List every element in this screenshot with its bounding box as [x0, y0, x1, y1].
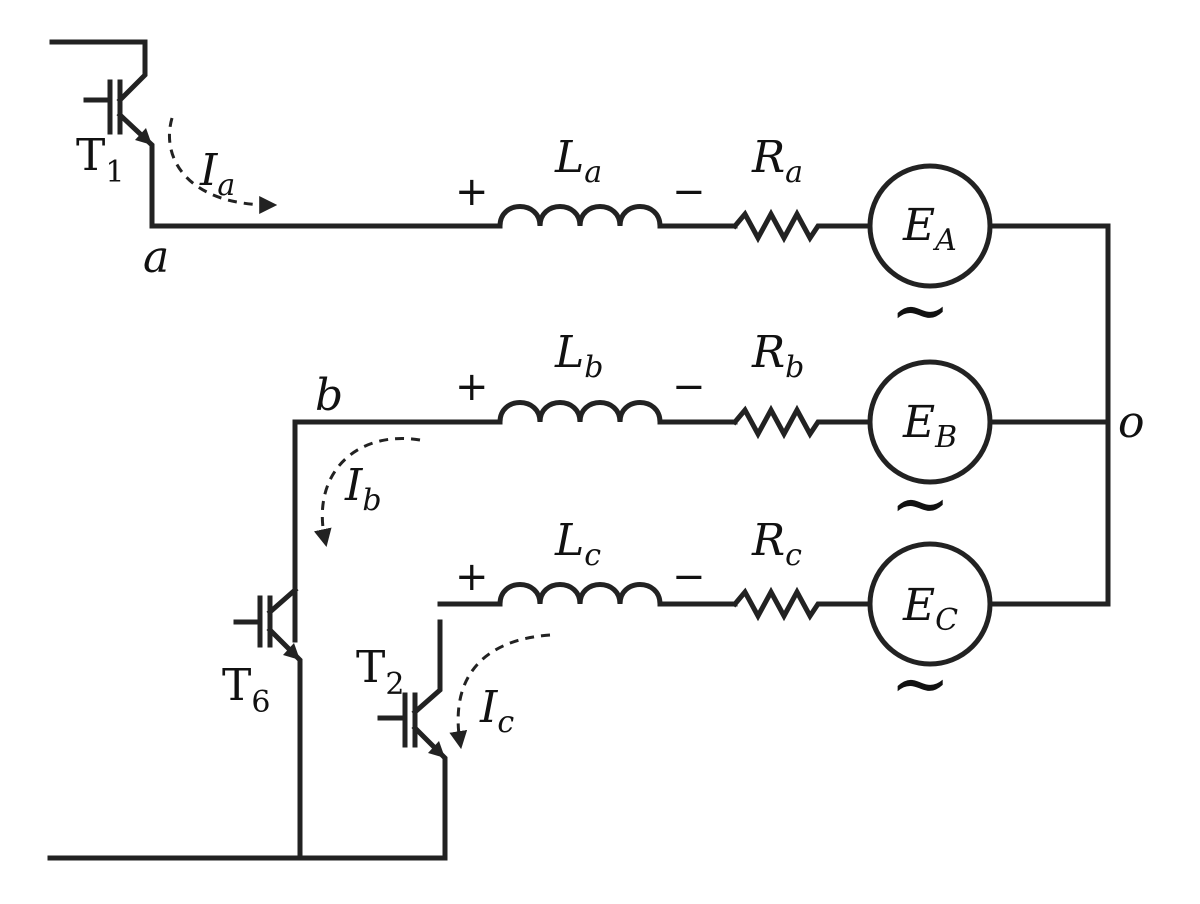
resistor-ra	[731, 208, 873, 244]
label-ec: EC	[902, 580, 958, 638]
current-arrow-ic	[449, 633, 551, 750]
label-ea: EA	[902, 200, 957, 258]
label-node-b: b	[315, 370, 343, 421]
inductor-lb	[497, 400, 663, 425]
label-la: La	[554, 132, 602, 190]
minus-b: −	[672, 364, 706, 410]
label-lb: Lb	[554, 327, 603, 385]
plus-b: +	[455, 364, 489, 410]
phase-a	[49, 39, 1111, 289]
phase-c	[377, 541, 1111, 861]
tilde-c: ∼	[890, 641, 950, 725]
tilde-a: ∼	[890, 268, 950, 352]
label-t6: T6	[222, 660, 270, 720]
label-ic: Ic	[479, 682, 514, 740]
label-ia: Ia	[199, 145, 235, 203]
label-ra: Ra	[751, 132, 803, 190]
minus-c: −	[672, 554, 706, 600]
plus-c: +	[455, 554, 489, 600]
label-ib: Ib	[344, 460, 382, 518]
phase-b	[233, 359, 1111, 861]
inductor-la	[497, 204, 663, 229]
resistor-rb	[731, 404, 873, 440]
plus-a: +	[455, 169, 489, 215]
label-node-a: a	[143, 232, 169, 283]
inductor-lc	[497, 582, 663, 607]
wire-b	[292, 419, 503, 643]
resistor-rc	[731, 586, 873, 622]
label-node-o: o	[1118, 397, 1145, 448]
transistor-t2	[377, 619, 448, 861]
label-t1: T1	[76, 130, 124, 190]
tilde-b: ∼	[890, 461, 950, 545]
label-lc: Lc	[554, 515, 601, 573]
transistor-t6	[233, 586, 303, 861]
label-rc: Rc	[751, 515, 802, 573]
current-arrow-ib	[313, 437, 421, 548]
minus-a: −	[672, 169, 706, 215]
transistor-t1	[49, 39, 155, 229]
label-rb: Rb	[751, 327, 804, 385]
label-eb: EB	[902, 397, 957, 455]
label-t2: T2	[356, 642, 404, 702]
